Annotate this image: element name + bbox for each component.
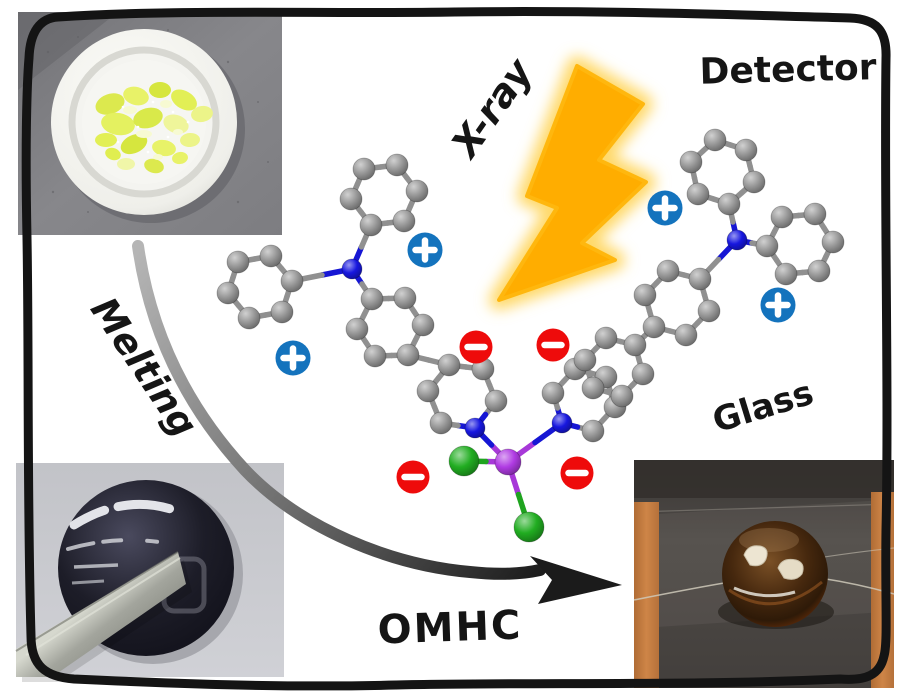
droplet-reflection [73, 563, 119, 569]
atom-C [803, 202, 827, 226]
contact-blob [777, 558, 804, 580]
substrate-top [634, 460, 894, 498]
arrow-head [530, 556, 622, 604]
atom-C [774, 262, 798, 286]
atom-C [755, 234, 779, 258]
plus-glyph [652, 195, 678, 221]
atom-C [216, 281, 240, 305]
atom-C [594, 326, 618, 350]
atom-C [674, 323, 698, 347]
bead-glint [733, 586, 796, 598]
atom-Cl [513, 511, 545, 543]
melting-arrow [132, 240, 622, 604]
atom-N [726, 229, 748, 251]
spatula-edge [15, 551, 179, 652]
atom-C [633, 283, 657, 307]
atom-C [429, 411, 453, 435]
atom-C [697, 299, 721, 323]
atom-C [280, 269, 304, 293]
atom-C [742, 170, 766, 194]
droplet-highlight [69, 499, 219, 536]
contact-blob [743, 545, 768, 567]
melted-droplet-photo [15, 463, 284, 682]
atom-C [270, 300, 294, 324]
atom-C [642, 315, 666, 339]
detector-label: Detector [699, 47, 877, 93]
atom-C [807, 259, 831, 283]
omhc-label: OMHC [376, 602, 524, 654]
arrow-curve [132, 240, 546, 580]
yellow-crystals [95, 82, 213, 174]
atom-C [345, 317, 369, 341]
plus-glyph [280, 345, 306, 371]
droplet-reflection [71, 579, 105, 585]
atom-M [494, 448, 522, 476]
atom-C [405, 179, 429, 203]
atom-C [392, 209, 416, 233]
atom-C [581, 419, 605, 443]
background-speckles [46, 29, 269, 213]
atom-C [717, 192, 741, 216]
photo-shadow [18, 12, 118, 90]
atom-C [385, 153, 409, 177]
atom-N [551, 412, 573, 434]
atom-C [484, 389, 508, 413]
metal-spatula [16, 552, 186, 677]
atom-C [623, 333, 647, 357]
atom-C [541, 381, 565, 405]
atom-C [703, 128, 727, 152]
atom-C [396, 343, 420, 367]
amber-bead [722, 521, 828, 627]
atom-C [411, 313, 435, 337]
copper-electrode-left [634, 502, 659, 688]
atom-C [237, 306, 261, 330]
atom-C [770, 205, 794, 229]
wire-left [633, 581, 731, 601]
droplet-reflection [66, 538, 168, 551]
atom-C [360, 287, 384, 311]
atom-C [581, 376, 605, 400]
bolt-core [497, 64, 648, 302]
atom-C [821, 230, 845, 254]
atom-C [679, 150, 703, 174]
atom-C [363, 344, 387, 368]
atom-C [656, 259, 680, 283]
bead-rim-light [728, 580, 823, 606]
atom-C [226, 250, 250, 274]
atom-N [341, 258, 363, 280]
spatula-shine [25, 557, 181, 656]
glass-device-photo [633, 460, 895, 688]
atom-C [339, 187, 363, 211]
atom-C [393, 286, 417, 310]
plus-glyph [412, 237, 438, 263]
atom-C [573, 348, 597, 372]
xray-bolt-icon [489, 56, 656, 310]
atom-C [359, 213, 383, 237]
atom-C [416, 379, 440, 403]
atom-N [464, 417, 486, 439]
crystal-powder-photo [18, 12, 282, 235]
atom-C [437, 353, 461, 377]
plus-glyph [765, 292, 791, 318]
atom-C [352, 157, 376, 181]
charge-badges [275, 190, 796, 494]
molecule-model [216, 128, 845, 543]
hand-drawn-border [21, 7, 892, 691]
atom-C [610, 384, 634, 408]
atom-C [734, 138, 758, 162]
atom-C [686, 182, 710, 206]
atom-C [259, 244, 283, 268]
atom-C [688, 267, 712, 291]
tape-edge [633, 503, 895, 513]
atom-C [631, 362, 655, 386]
atom-Cl [448, 445, 480, 477]
